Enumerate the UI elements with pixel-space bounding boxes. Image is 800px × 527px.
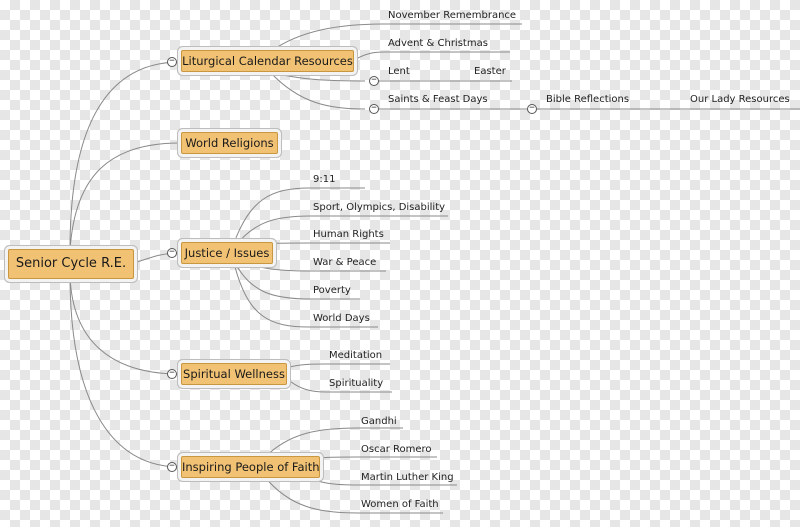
topic-sport-olympics-disability[interactable]: Sport, Olympics, Disability [313, 202, 446, 213]
topic-women-of-faith[interactable]: Women of Faith [361, 499, 439, 510]
branch-label: World Religions [185, 136, 274, 150]
topic-lent[interactable]: Lent [388, 66, 410, 77]
connector-root-liturgical [69, 61, 181, 251]
connector-liturgical-lent [269, 71, 366, 82]
connector-inspiring-romero [299, 456, 437, 461]
root-label: Senior Cycle R.E. [15, 256, 127, 271]
topic-oscar-romero[interactable]: Oscar Romero [361, 444, 432, 455]
branch-inspiring-people[interactable]: Inspiring People of Faith [181, 456, 320, 478]
topic-martin-luther-king[interactable]: Martin Luther King [361, 472, 454, 483]
connector-justice-worlddays [233, 262, 378, 328]
collapse-toggle-saints[interactable]: − [369, 104, 379, 114]
topic-november-remembrance[interactable]: November Remembrance [388, 10, 517, 21]
collapse-toggle-justice[interactable]: − [167, 248, 177, 258]
connector-justice-911 [233, 187, 365, 244]
branch-justice-issues[interactable]: Justice / Issues [181, 242, 273, 264]
topic-meditation[interactable]: Meditation [329, 350, 383, 361]
connector-liturgical-advent [353, 51, 510, 61]
topic-easter[interactable]: Easter [474, 66, 506, 77]
collapse-toggle-inspiring[interactable]: − [167, 462, 177, 472]
topic-advent-christmas[interactable]: Advent & Christmas [388, 38, 488, 49]
root-node[interactable]: Senior Cycle R.E. [8, 249, 134, 279]
collapse-toggle-bible[interactable]: − [527, 104, 537, 114]
collapse-toggle-lent[interactable]: − [369, 76, 379, 86]
topic-bible-reflections[interactable]: Bible Reflections [546, 94, 630, 105]
topic-world-days[interactable]: World Days [313, 313, 370, 324]
branch-label: Liturgical Calendar Resources [182, 54, 353, 68]
collapse-toggle-liturgical[interactable]: − [167, 57, 177, 67]
connector-root-inspiring [69, 274, 181, 468]
connector-liturgical-november [269, 23, 522, 53]
topic-war-peace[interactable]: War & Peace [313, 257, 377, 268]
connector-wellness-spirituality [285, 377, 392, 393]
topic-911[interactable]: 9:11 [313, 174, 336, 185]
topic-spirituality[interactable]: Spirituality [329, 378, 384, 389]
connector-inspiring-women [263, 475, 443, 514]
collapse-toggle-wellness[interactable]: − [167, 369, 177, 379]
connector-wellness-meditation [285, 363, 390, 369]
topic-poverty[interactable]: Poverty [313, 285, 351, 296]
topic-saints-feast-days[interactable]: Saints & Feast Days [388, 94, 488, 105]
branch-label: Inspiring People of Faith [182, 460, 320, 474]
branch-world-religions[interactable]: World Religions [181, 132, 278, 154]
branch-liturgical-calendar[interactable]: Liturgical Calendar Resources [181, 50, 354, 72]
connector-inspiring-gandhi [263, 427, 403, 459]
branch-label: Justice / Issues [184, 246, 270, 260]
connector-justice-poverty [233, 260, 360, 300]
connector-root-wellness [69, 274, 181, 375]
topic-our-lady-resources[interactable]: Our Lady Resources [690, 94, 790, 105]
connector-justice-sport [235, 215, 448, 246]
branch-spiritual-wellness[interactable]: Spiritual Wellness [181, 363, 287, 385]
connector-root-world [69, 142, 181, 251]
connector-liturgical-saints [269, 71, 366, 110]
topic-human-rights[interactable]: Human Rights [313, 229, 384, 240]
branch-label: Spiritual Wellness [183, 367, 285, 381]
topic-gandhi[interactable]: Gandhi [361, 416, 397, 427]
